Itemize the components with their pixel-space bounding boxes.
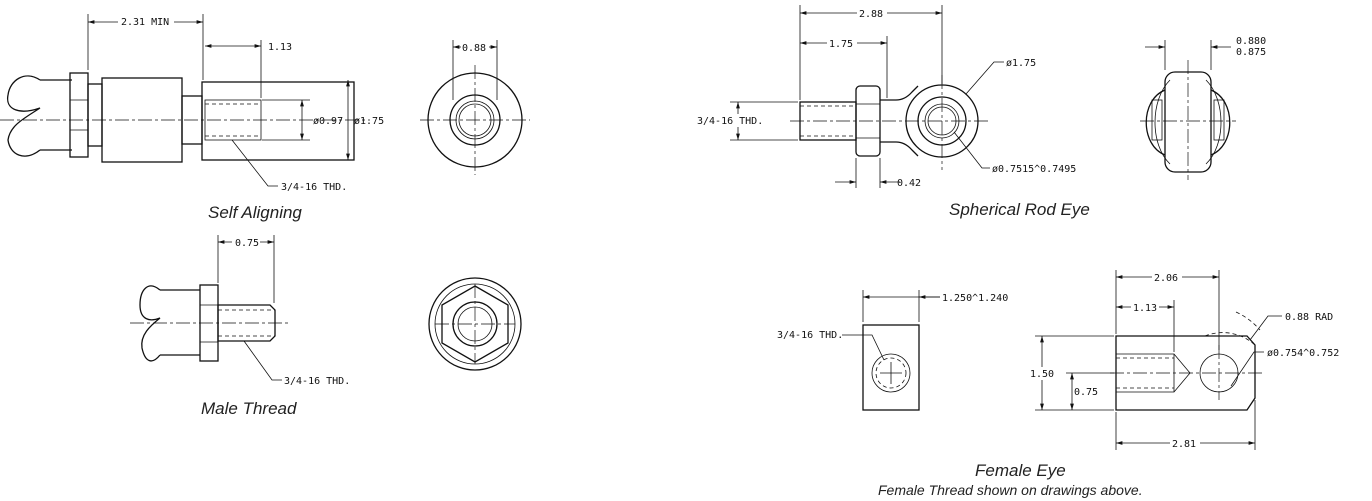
rod-eye-end-dim-top: 0.880 (1236, 36, 1266, 47)
spherical-rod-eye-side-view (695, 5, 1004, 188)
female-eye-center-dim: 2.06 (1154, 273, 1178, 284)
rod-eye-eye-dim: ø1.75 (1006, 58, 1036, 69)
female-eye-half-height-dim: 0.75 (1074, 387, 1098, 398)
female-eye-hole-dim: ø0.754^0.752 (1267, 348, 1339, 359)
self-aligning-labels: 2.31 MIN 1.13 ø0.97 ø1.75 3/4-16 THD. Se… (121, 17, 384, 222)
self-aligning-length-dim: 2.31 MIN (121, 17, 169, 28)
rod-eye-thread-callout: 3/4-16 THD. (697, 116, 763, 127)
male-thread-length-dim: 0.75 (235, 238, 259, 249)
female-eye-subcaption: Female Thread shown on drawings above. (878, 482, 1143, 498)
female-eye-height-dim: 1.50 (1030, 369, 1054, 380)
rod-eye-end-dim-bottom: 0.875 (1236, 47, 1266, 58)
self-aligning-bore-dim: ø0.97 (313, 116, 343, 127)
self-aligning-end-view: 0.88 (420, 40, 530, 175)
rod-eye-overall-dim: 2.88 (859, 9, 883, 20)
male-thread-caption: Male Thread (201, 399, 297, 418)
male-thread-side-view (130, 235, 290, 381)
female-eye-thread-depth-dim: 1.13 (1133, 303, 1157, 314)
female-eye-end-view: 1.250^1.240 3/4-16 THD. (777, 290, 1008, 411)
self-aligning-thread-depth-dim: 1.13 (268, 42, 292, 53)
female-eye-side-view (1028, 270, 1282, 450)
male-thread-callout: 3/4-16 THD. (284, 376, 350, 387)
female-eye-labels: 2.06 1.13 0.88 RAD ø0.754^0.752 1.50 0.7… (878, 273, 1339, 498)
rod-eye-caption: Spherical Rod Eye (949, 200, 1090, 219)
male-thread-labels: 0.75 3/4-16 THD. Male Thread (201, 238, 350, 418)
female-eye-radius-dim: 0.88 RAD (1285, 312, 1333, 323)
self-aligning-thread-callout: 3/4-16 THD. (281, 182, 347, 193)
rod-eye-thread-len-dim: 1.75 (829, 39, 853, 50)
rod-eye-nut-dim: 0.42 (897, 178, 921, 189)
self-aligning-side-view (0, 14, 370, 187)
female-eye-overall-dim: 2.81 (1172, 439, 1196, 450)
self-aligning-outer-dim: ø1.75 (354, 116, 384, 127)
female-eye-thread-callout: 3/4-16 THD. (777, 330, 843, 341)
self-aligning-caption: Self Aligning (208, 203, 302, 222)
female-eye-caption: Female Eye (975, 461, 1066, 480)
spherical-rod-eye-labels: 2.88 1.75 3/4-16 THD. 0.42 ø1.75 ø0.7515… (697, 9, 1090, 219)
female-eye-width-dim: 1.250^1.240 (942, 293, 1008, 304)
spherical-rod-eye-end-view: 0.880 0.875 (1140, 36, 1266, 180)
rod-eye-bore-dim: ø0.7515^0.7495 (992, 164, 1076, 175)
male-thread-end-view (428, 277, 522, 371)
self-aligning-end-dim: 0.88 (462, 43, 486, 54)
